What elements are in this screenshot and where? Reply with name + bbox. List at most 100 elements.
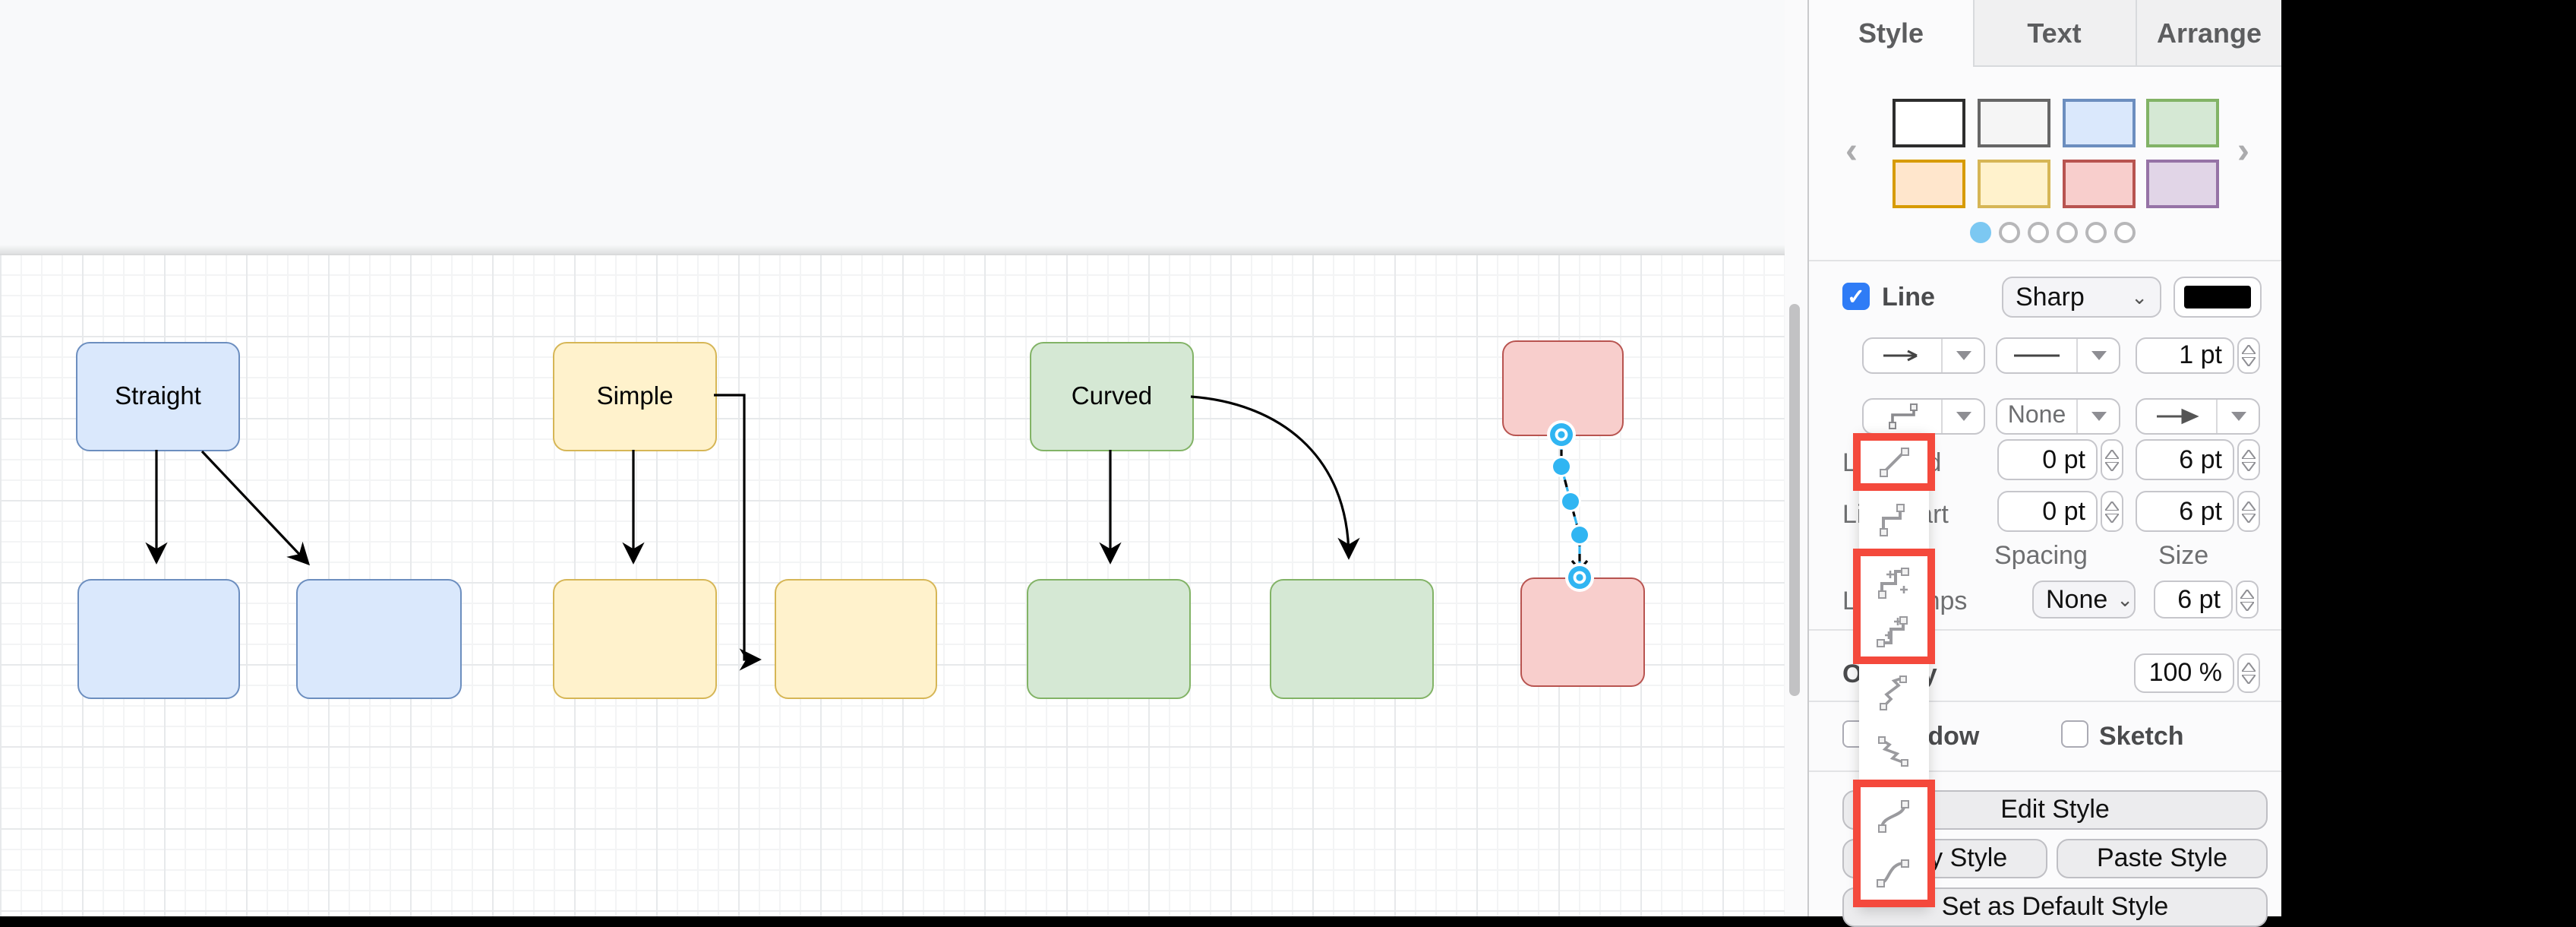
- node-straight[interactable]: Straight: [76, 342, 240, 451]
- line-end-spacing-stepper[interactable]: [2101, 439, 2123, 480]
- style-swatch-purple[interactable]: [2146, 160, 2219, 208]
- waypoint-option-orthogonal[interactable]: [1859, 491, 1929, 549]
- pager-dot[interactable]: [2028, 222, 2049, 243]
- sketch-checkbox[interactable]: [2061, 720, 2088, 748]
- line-color-button[interactable]: [2174, 277, 2262, 318]
- pager-dot-active[interactable]: [1970, 222, 1991, 243]
- node-label: Straight: [115, 382, 201, 410]
- annotation-highlight-simple: [1853, 549, 1935, 664]
- line-start-spacing-input[interactable]: 0 pt: [1997, 491, 2098, 532]
- diagram-canvas[interactable]: Straight Simple Curved: [0, 0, 1807, 916]
- simple-vertical-connector-icon: [1877, 615, 1908, 647]
- node-simple-child-1[interactable]: [553, 579, 717, 699]
- node-label: Simple: [596, 382, 674, 410]
- line-end-spacing-input[interactable]: 0 pt: [1997, 439, 2098, 480]
- style-swatch-gray[interactable]: [1978, 99, 2050, 147]
- style-swatch-red[interactable]: [2063, 160, 2136, 208]
- node-curved-child-2[interactable]: [1270, 579, 1434, 699]
- style-swatch-green[interactable]: [2146, 99, 2219, 147]
- section-divider: [1809, 770, 2283, 772]
- pager-dot[interactable]: [2057, 222, 2078, 243]
- tab-separator: [1973, 0, 1975, 67]
- line-start-size-input[interactable]: 6 pt: [2136, 491, 2234, 532]
- chevron-down-icon: ⌄: [2117, 587, 2134, 610]
- style-swatch-blue[interactable]: [2063, 99, 2136, 147]
- waypoint-option-curved[interactable]: [1859, 787, 1929, 843]
- line-jumps-select[interactable]: None⌄: [2032, 581, 2136, 619]
- line-start-size-stepper[interactable]: [2237, 491, 2260, 532]
- tab-text[interactable]: Text: [2027, 17, 2082, 48]
- chevron-right-icon[interactable]: ›: [2237, 131, 2249, 172]
- node-curved[interactable]: Curved: [1030, 342, 1194, 451]
- waypoints-style-button[interactable]: [1862, 398, 1985, 435]
- connectors-layer: [145, 394, 1594, 671]
- straight-connector-icon: [1880, 448, 1909, 477]
- pager-dot[interactable]: [2114, 222, 2136, 243]
- waypoint-option-simple-vertical[interactable]: [1859, 606, 1929, 656]
- waypoint-option-straight[interactable]: [1859, 441, 1929, 483]
- section-divider: [1809, 629, 2283, 631]
- sketch-label: Sketch: [2099, 722, 2184, 751]
- line-checkbox[interactable]: ✓: [1842, 283, 1870, 310]
- node-straight-child-2[interactable]: [296, 579, 462, 699]
- entity-relation-connector-icon: [1877, 859, 1909, 887]
- connector-type-button[interactable]: None: [1996, 398, 2120, 435]
- node-red-top[interactable]: [1502, 340, 1624, 436]
- style-swatch-white[interactable]: [1893, 99, 1965, 147]
- line-end-size-stepper[interactable]: [2237, 439, 2260, 480]
- canvas-scrollbar-thumb[interactable]: [1789, 304, 1800, 696]
- edge-curved-2[interactable]: [1190, 395, 1360, 560]
- line-end-arrow-button[interactable]: [2136, 398, 2260, 435]
- simple-horizontal-connector-icon: [1878, 567, 1909, 598]
- size-header: Size: [2158, 541, 2209, 570]
- connection-arrow-button[interactable]: [1862, 337, 1985, 374]
- line-style-select[interactable]: Sharp⌄: [2002, 277, 2161, 318]
- style-swatch-yellow[interactable]: [1978, 160, 2050, 208]
- waypoint-option-simple-horizontal[interactable]: [1859, 556, 1929, 606]
- waypoint-option-isometric[interactable]: [1859, 664, 1929, 722]
- line-width-stepper[interactable]: [2237, 337, 2260, 374]
- node-simple-child-2[interactable]: [775, 579, 937, 699]
- annotation-highlight-curved: [1853, 780, 1935, 907]
- node-simple[interactable]: Simple: [553, 342, 717, 451]
- edge-straight-2[interactable]: [200, 450, 311, 566]
- dropdown-triangle-icon: [1956, 351, 1971, 360]
- edge-selection-handles[interactable]: [1547, 420, 1594, 592]
- pager-dot[interactable]: [1999, 222, 2020, 243]
- node-straight-child-1[interactable]: [77, 579, 240, 699]
- section-divider: [1809, 701, 2283, 702]
- dropdown-triangle-icon: [2230, 412, 2246, 421]
- tab-arrange[interactable]: Arrange: [2156, 17, 2262, 48]
- node-curved-child-1[interactable]: [1027, 579, 1191, 699]
- page-shadow: [0, 245, 1785, 254]
- line-start-spacing-stepper[interactable]: [2101, 491, 2123, 532]
- opacity-stepper[interactable]: [2237, 653, 2260, 693]
- section-divider: [1809, 260, 2283, 261]
- paste-style-button[interactable]: Paste Style: [2057, 839, 2268, 878]
- waypoint-option-isometric-vertical[interactable]: [1859, 722, 1929, 780]
- screen-black-margin: [2281, 0, 2576, 916]
- orthogonal-connector-icon: [1888, 403, 1917, 429]
- isometric-vertical-connector-icon: [1878, 736, 1908, 767]
- line-end-size-input[interactable]: 6 pt: [2136, 439, 2234, 480]
- opacity-input[interactable]: 100 %: [2134, 653, 2234, 693]
- format-tabbar: Style Text Arrange: [1809, 0, 2283, 67]
- spacing-header: Spacing: [1994, 541, 2088, 570]
- chevron-left-icon[interactable]: ‹: [1845, 131, 1858, 172]
- waypoints-dropdown: [1853, 433, 1935, 907]
- dropdown-triangle-icon: [1956, 412, 1971, 421]
- stepper-down-icon: [2242, 357, 2256, 366]
- waypoint-option-entity-relation[interactable]: [1859, 843, 1929, 900]
- style-swatch-orange[interactable]: [1893, 160, 1965, 208]
- line-jumps-size-stepper[interactable]: [2236, 581, 2259, 619]
- edge-simple-elbow[interactable]: [714, 394, 762, 671]
- pager-dot[interactable]: [2085, 222, 2107, 243]
- line-jumps-size-input[interactable]: 6 pt: [2154, 581, 2233, 619]
- tab-style[interactable]: Style: [1809, 0, 1973, 67]
- dropdown-triangle-icon: [2091, 412, 2106, 421]
- line-dash-button[interactable]: [1996, 337, 2120, 374]
- line-width-input[interactable]: 1 pt: [2136, 337, 2234, 374]
- page-top-edge: [0, 254, 1785, 255]
- solid-line-icon: [2014, 354, 2060, 357]
- line-label: Line: [1882, 283, 1935, 312]
